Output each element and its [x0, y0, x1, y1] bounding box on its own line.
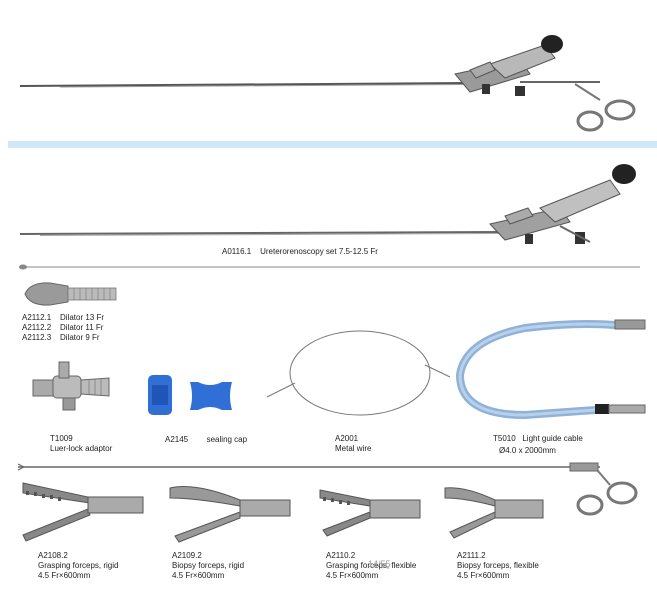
forceps-shaft-illustration [17, 462, 638, 516]
wire-caption: A2001 Metal wire [335, 434, 371, 454]
cap-name: sealing cap [206, 435, 248, 444]
grasping-forceps-flexible-illustration [319, 489, 421, 537]
long-rod-illustration [19, 264, 640, 270]
divider-band [8, 141, 657, 148]
wire-name: Metal wire [335, 444, 372, 453]
forceps-caption: A2108.2 Grasping forceps, rigid 4.5 Fr×6… [38, 551, 119, 580]
metal-wire-illustration [266, 330, 451, 416]
cable-caption: T5010 Light guide cable Ø4.0 x 2000mm [493, 434, 583, 456]
wire-code: A2001 [335, 434, 359, 443]
cable-name: Light guide cable [522, 434, 583, 443]
dilator-illustration [24, 282, 117, 306]
light-guide-cable-illustration [455, 319, 646, 420]
set-caption: A0116.1 Ureterorenoscopy set 7.5-12.5 Fr [222, 247, 378, 257]
cable-code: T5010 [493, 434, 516, 443]
grasping-forceps-rigid-illustration [22, 482, 144, 542]
luer-lock-adaptor-illustration [32, 361, 110, 411]
page-number: 14/55 [368, 559, 391, 569]
set-name: Ureterorenoscopy set 7.5-12.5 Fr [260, 247, 378, 256]
ureteroscope-set-illustration [19, 164, 636, 244]
adaptor-name: Luer-lock adaptor [50, 444, 113, 453]
forceps-caption: A2111.2 Biopsy forceps, flexible 4.5 Fr×… [457, 551, 539, 580]
cap-caption: A2145 sealing cap [165, 435, 247, 445]
forceps-caption: A2110.2 Grasping forceps, flexible 4.5 F… [326, 551, 417, 580]
cable-size: Ø4.0 x 2000mm [499, 446, 556, 455]
set-code: A0116.1 [222, 247, 252, 256]
sealing-cap-illustration [148, 375, 232, 415]
forceps-caption: A2109.2 Biopsy forceps, rigid 4.5 Fr×600… [172, 551, 245, 580]
biopsy-forceps-flexible-illustration [444, 487, 544, 539]
adaptor-code: T1009 [50, 434, 73, 443]
cap-code: A2145 [165, 435, 189, 444]
ureteroscope-top-illustration [19, 35, 636, 132]
biopsy-forceps-rigid-illustration [169, 486, 291, 543]
adaptor-caption: T1009 Luer-lock adaptor [50, 434, 112, 454]
